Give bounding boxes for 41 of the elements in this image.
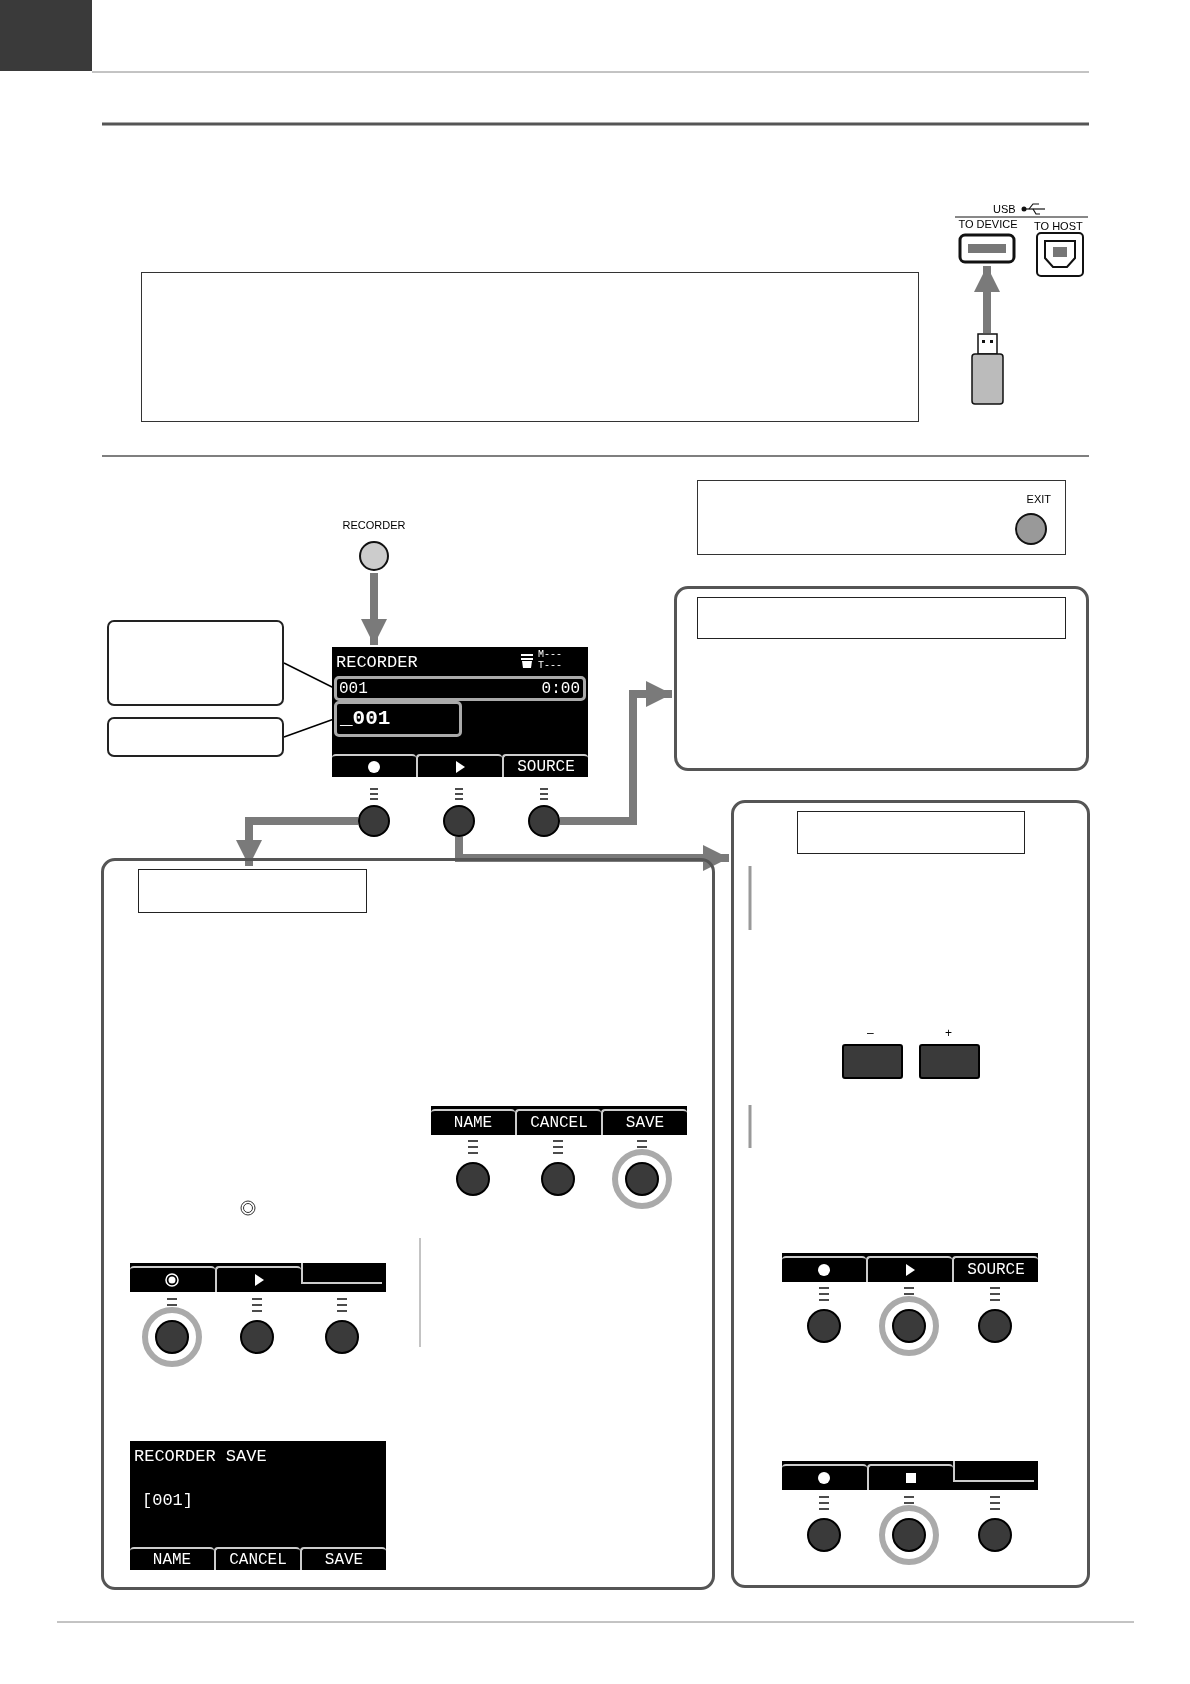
key-label: – bbox=[867, 1026, 874, 1040]
panel bbox=[674, 586, 1089, 771]
panel bbox=[101, 858, 715, 1590]
title-tab bbox=[797, 811, 1025, 854]
key-label: + bbox=[945, 1026, 952, 1040]
screen-title: RECORDER bbox=[336, 653, 418, 672]
port-label: USB bbox=[993, 203, 1016, 215]
softkey-label: SAVE bbox=[324, 1551, 364, 1568]
softkey-label: NAME bbox=[152, 1551, 192, 1568]
softkey-label: SAVE bbox=[625, 1115, 665, 1131]
panel bbox=[731, 800, 1090, 1588]
round-button bbox=[528, 805, 560, 837]
port-label: TO DEVICE bbox=[957, 218, 1019, 230]
file-name: [001] bbox=[142, 1491, 193, 1510]
title-tab bbox=[138, 869, 367, 913]
title-tab bbox=[697, 597, 1066, 639]
callout-box bbox=[107, 717, 284, 757]
note-box bbox=[697, 480, 1066, 555]
usb-flash-drive bbox=[971, 333, 1004, 405]
round-button bbox=[443, 805, 475, 837]
callout-box bbox=[107, 620, 284, 706]
round-button bbox=[358, 805, 390, 837]
track-number: 001 bbox=[339, 680, 368, 698]
time-display: 0:00 bbox=[541, 680, 580, 698]
screen-title: RECORDER SAVE bbox=[134, 1447, 267, 1466]
file-name: _001 bbox=[340, 707, 391, 730]
softkey-label: NAME bbox=[453, 1115, 493, 1131]
button-label: RECORDER bbox=[341, 519, 407, 531]
softkey-label: CANCEL bbox=[530, 1115, 588, 1131]
button-label: EXIT bbox=[1026, 493, 1051, 505]
status-text: M--- bbox=[538, 650, 562, 660]
arrow bbox=[361, 573, 387, 645]
softkey-label: CANCEL bbox=[229, 1551, 287, 1568]
softkey-label: SOURCE bbox=[517, 758, 575, 775]
display-screen bbox=[332, 647, 588, 777]
status-text: T--- bbox=[538, 661, 562, 671]
port-label: TO HOST bbox=[1034, 220, 1083, 232]
softkey-label: SOURCE bbox=[967, 1262, 1025, 1278]
highlight-frame bbox=[334, 676, 586, 701]
highlight-frame bbox=[334, 701, 462, 737]
note-box bbox=[141, 272, 919, 422]
